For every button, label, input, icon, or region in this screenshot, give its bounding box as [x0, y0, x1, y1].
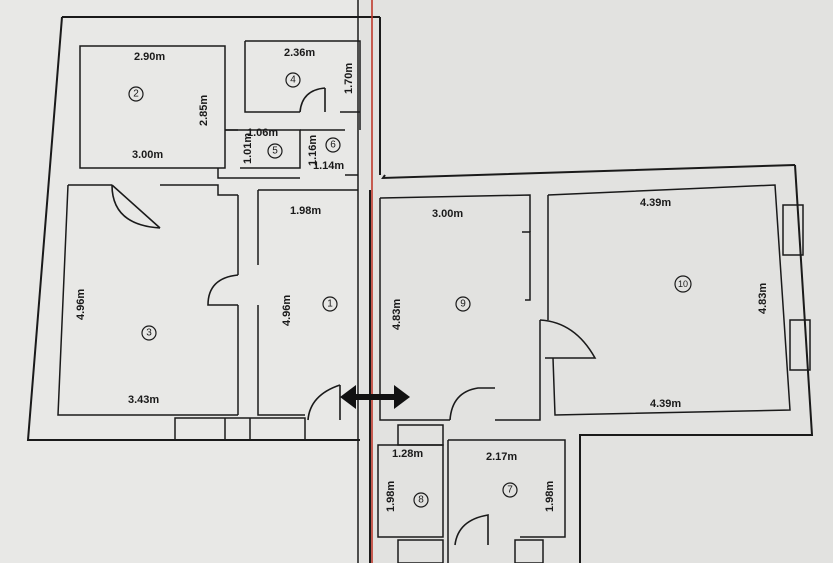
svg-text:9: 9: [460, 299, 466, 310]
rooms-5-6-walls: [217, 129, 345, 179]
room-number-10: 10: [674, 275, 692, 293]
room-3-width-label: 3.43m: [128, 394, 159, 406]
svg-text:5: 5: [272, 146, 278, 157]
svg-text:7: 7: [507, 485, 513, 496]
room-3-height-label: 4.96m: [75, 289, 87, 320]
room-number-7: 7: [502, 482, 518, 498]
room-7-door-swing: [454, 514, 489, 546]
room-7-walls: [447, 439, 566, 563]
room-7-width-label: 2.17m: [486, 451, 517, 463]
room-2-bottom-label: 3.00m: [132, 149, 163, 161]
room-number-1: 1: [322, 296, 338, 312]
room-3-door-leaf: [111, 184, 161, 229]
room-4-width-label: 2.36m: [284, 47, 315, 59]
room-1-height-label: 4.96m: [281, 295, 293, 326]
room-4-height-label: 1.70m: [343, 63, 355, 94]
room-1-door-swing: [307, 384, 341, 421]
room-3-side-door: [207, 274, 239, 306]
svg-text:4: 4: [290, 75, 296, 86]
room-3-door-swing: [111, 184, 161, 229]
room-10-window-1: [782, 204, 804, 256]
room-9-walls: [379, 194, 541, 421]
room-7-height-label: 1.98m: [544, 481, 556, 512]
room-10-height-label: 4.83m: [757, 283, 769, 314]
room-10-bottom-label: 4.39m: [650, 398, 681, 410]
paper-right-page: [360, 0, 833, 563]
room-9-height-label: 4.83m: [391, 299, 403, 330]
room-number-8: 8: [413, 492, 429, 508]
room-8-height-label: 1.98m: [385, 481, 397, 512]
left-window-strip: [174, 417, 306, 441]
room-10-door-swing: [539, 319, 597, 359]
room-4-door-swing: [299, 87, 326, 113]
room-2-width-label: 2.90m: [134, 51, 165, 63]
room-number-9: 9: [455, 296, 471, 312]
room-5-side-label: 1.16m: [307, 135, 319, 166]
room-5-width-label: 1.06m: [247, 127, 278, 139]
room-1-width-label: 1.98m: [290, 205, 321, 217]
room-6-width-label: 1.14m: [313, 160, 344, 172]
room-9-width-label: 3.00m: [432, 208, 463, 220]
room-8-walls: [377, 424, 444, 563]
room-3-walls: [57, 184, 239, 416]
room-number-4: 4: [285, 72, 301, 88]
room-1-walls: [257, 174, 358, 421]
room-9-door-swing: [449, 387, 495, 421]
room-number-6: 6: [325, 137, 341, 153]
svg-text:10: 10: [678, 279, 688, 289]
room-4-walls: [244, 40, 361, 130]
room-5-height-label: 1.01m: [242, 133, 254, 164]
svg-text:3: 3: [146, 328, 152, 339]
room-10-top-label: 4.39m: [640, 197, 671, 209]
room-8-width-label: 1.28m: [392, 448, 423, 460]
room-2-height-label: 2.85m: [198, 95, 210, 126]
room-number-5: 5: [267, 143, 283, 159]
right-unit-walls: [369, 164, 814, 563]
room-10-window-2: [789, 319, 811, 371]
svg-text:1: 1: [327, 299, 333, 310]
room-10-walls: [539, 184, 811, 416]
room-number-2: 2: [128, 86, 144, 102]
room-number-3: 3: [141, 325, 157, 341]
double-arrow: [340, 385, 410, 409]
svg-text:6: 6: [330, 140, 336, 151]
svg-text:2: 2: [133, 89, 139, 100]
svg-text:8: 8: [418, 495, 424, 506]
